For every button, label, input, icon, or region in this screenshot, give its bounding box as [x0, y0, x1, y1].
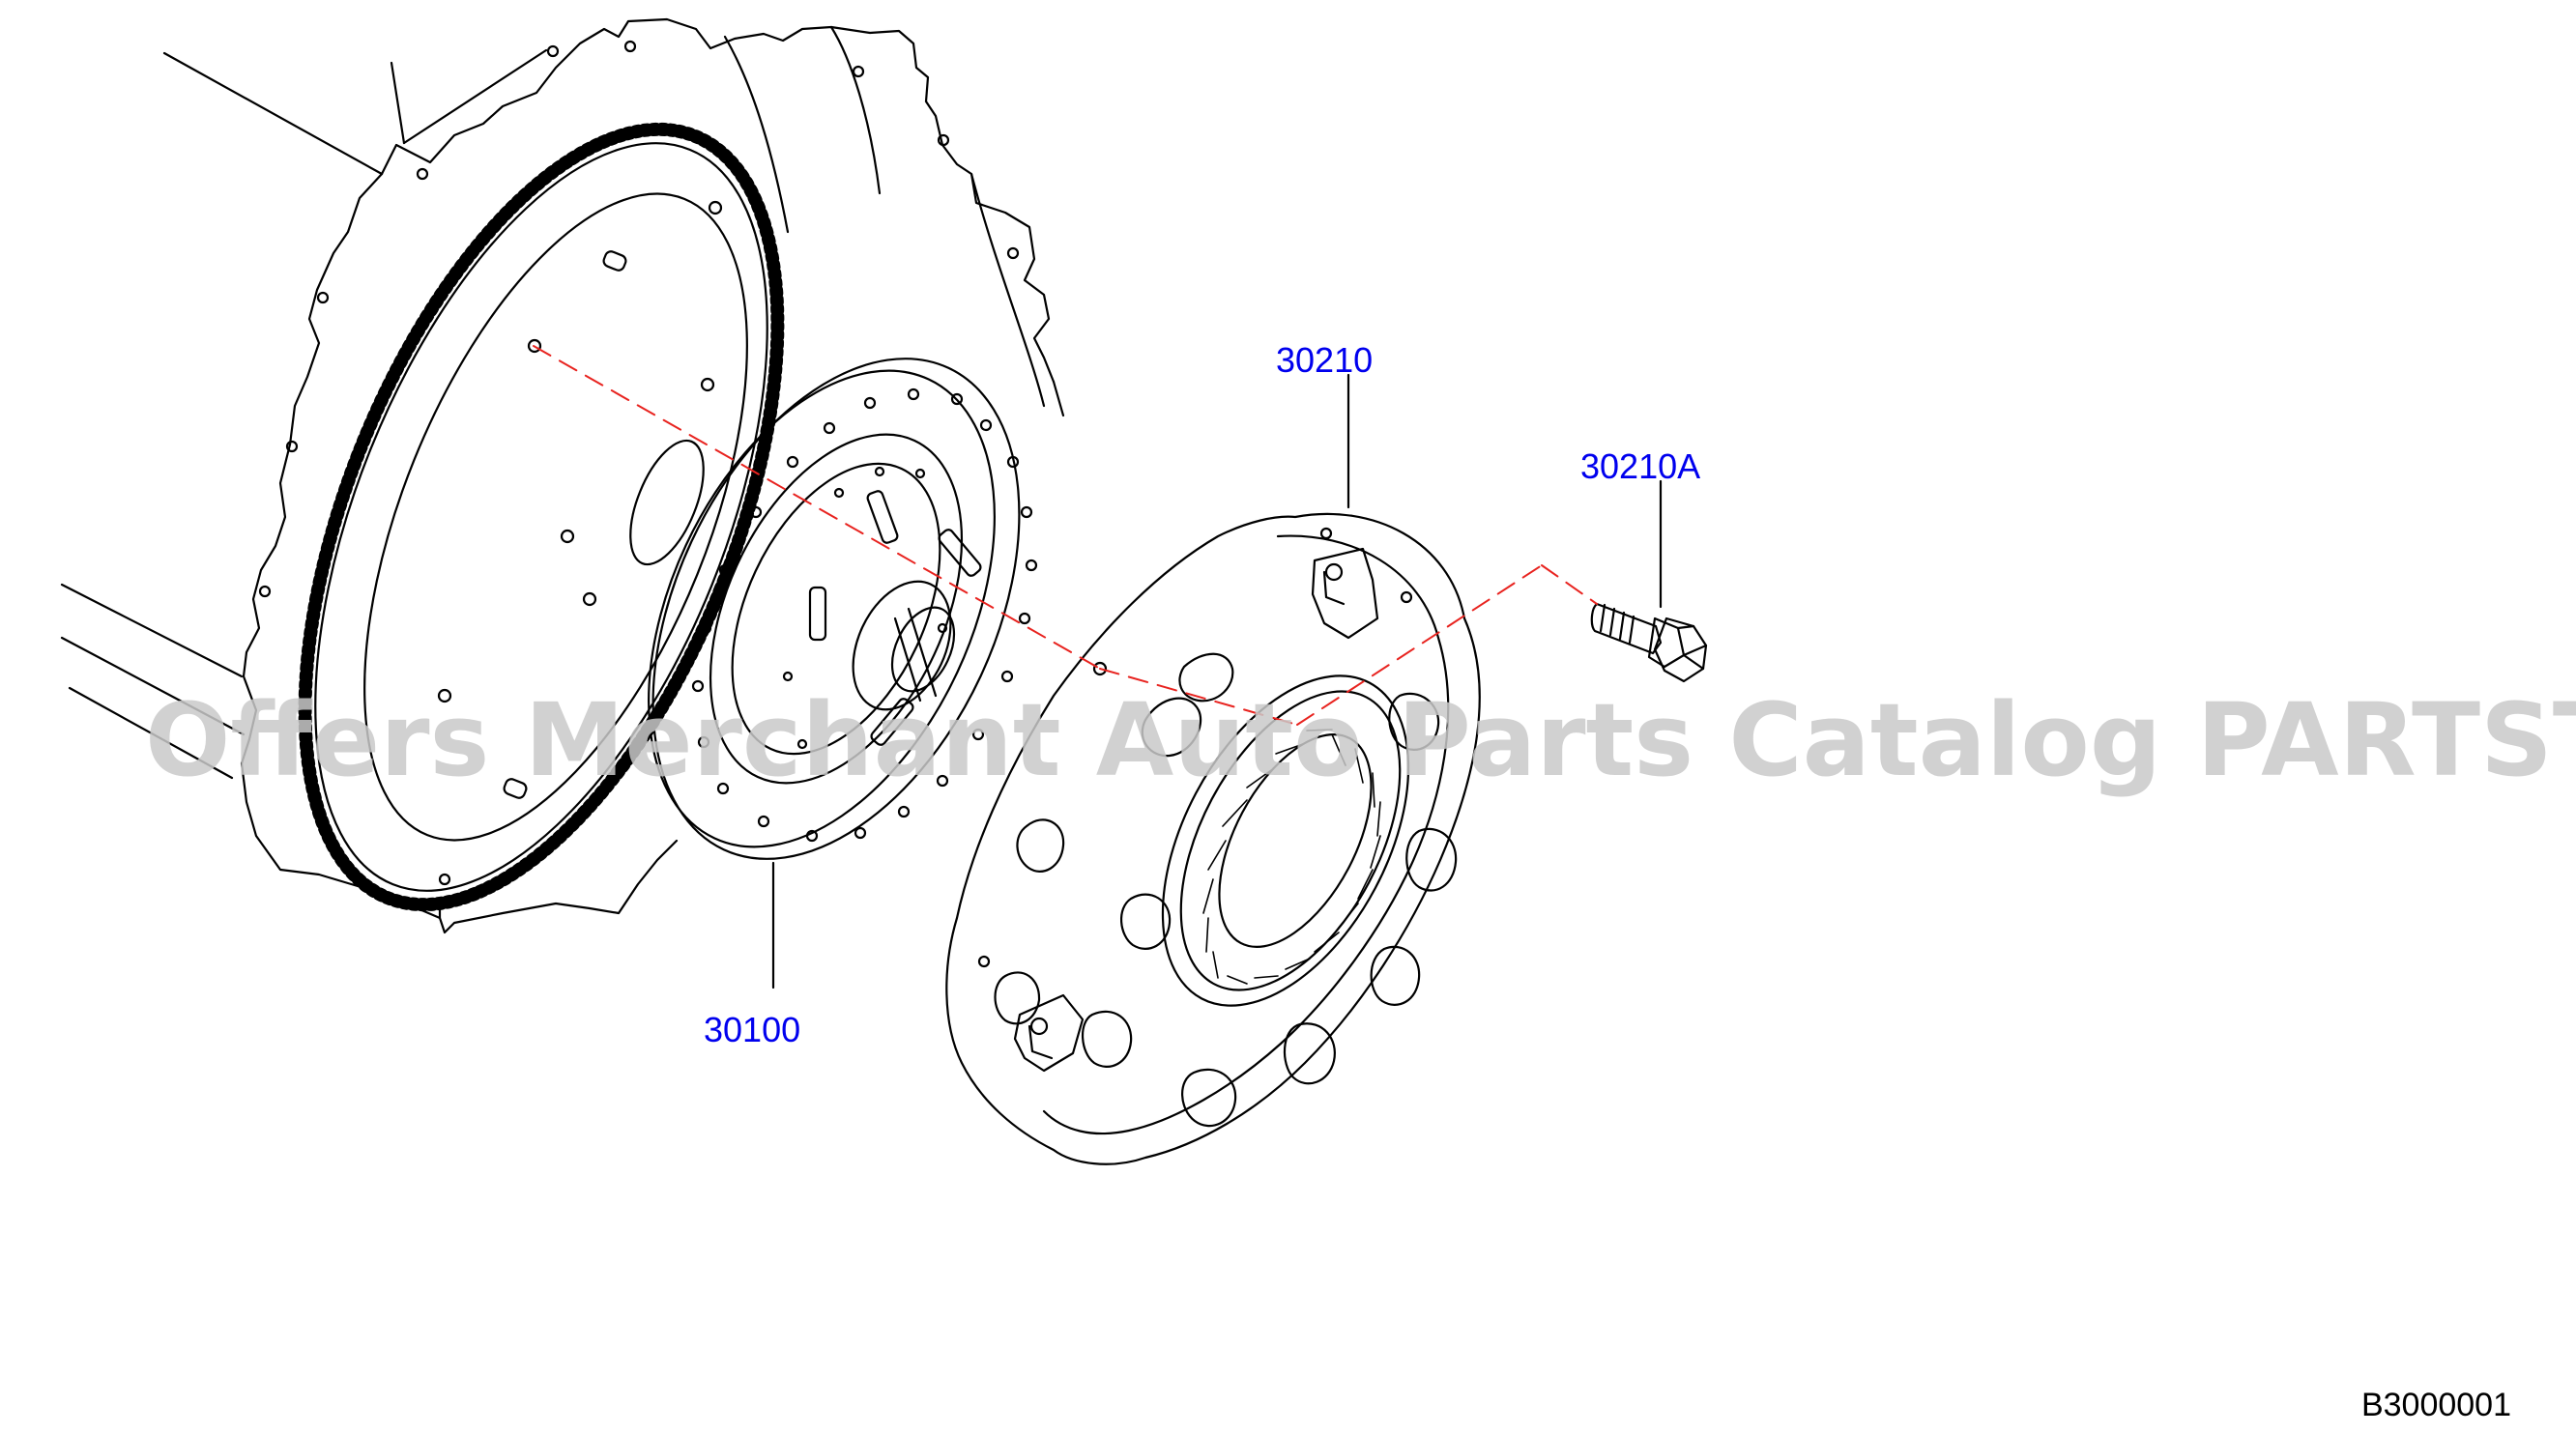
- flywheel: [298, 122, 785, 912]
- leader-lines: [771, 373, 1663, 989]
- alignment-guide: [533, 345, 1598, 726]
- watermark-text: Offers Merchant Auto Parts Catalog PARTS…: [145, 681, 2576, 799]
- bolt-drawing: [1590, 602, 1708, 683]
- clutch-disc-drawing: [648, 358, 1038, 860]
- part-label-30210a[interactable]: 30210A: [1580, 446, 1700, 486]
- clutch-cover-drawing: [945, 512, 1481, 1165]
- part-label-30210[interactable]: 30210: [1276, 340, 1373, 380]
- part-label-30100[interactable]: 30100: [704, 1010, 800, 1049]
- diagram-code: B3000001: [2361, 1387, 2511, 1423]
- engine-housing: [60, 17, 1065, 934]
